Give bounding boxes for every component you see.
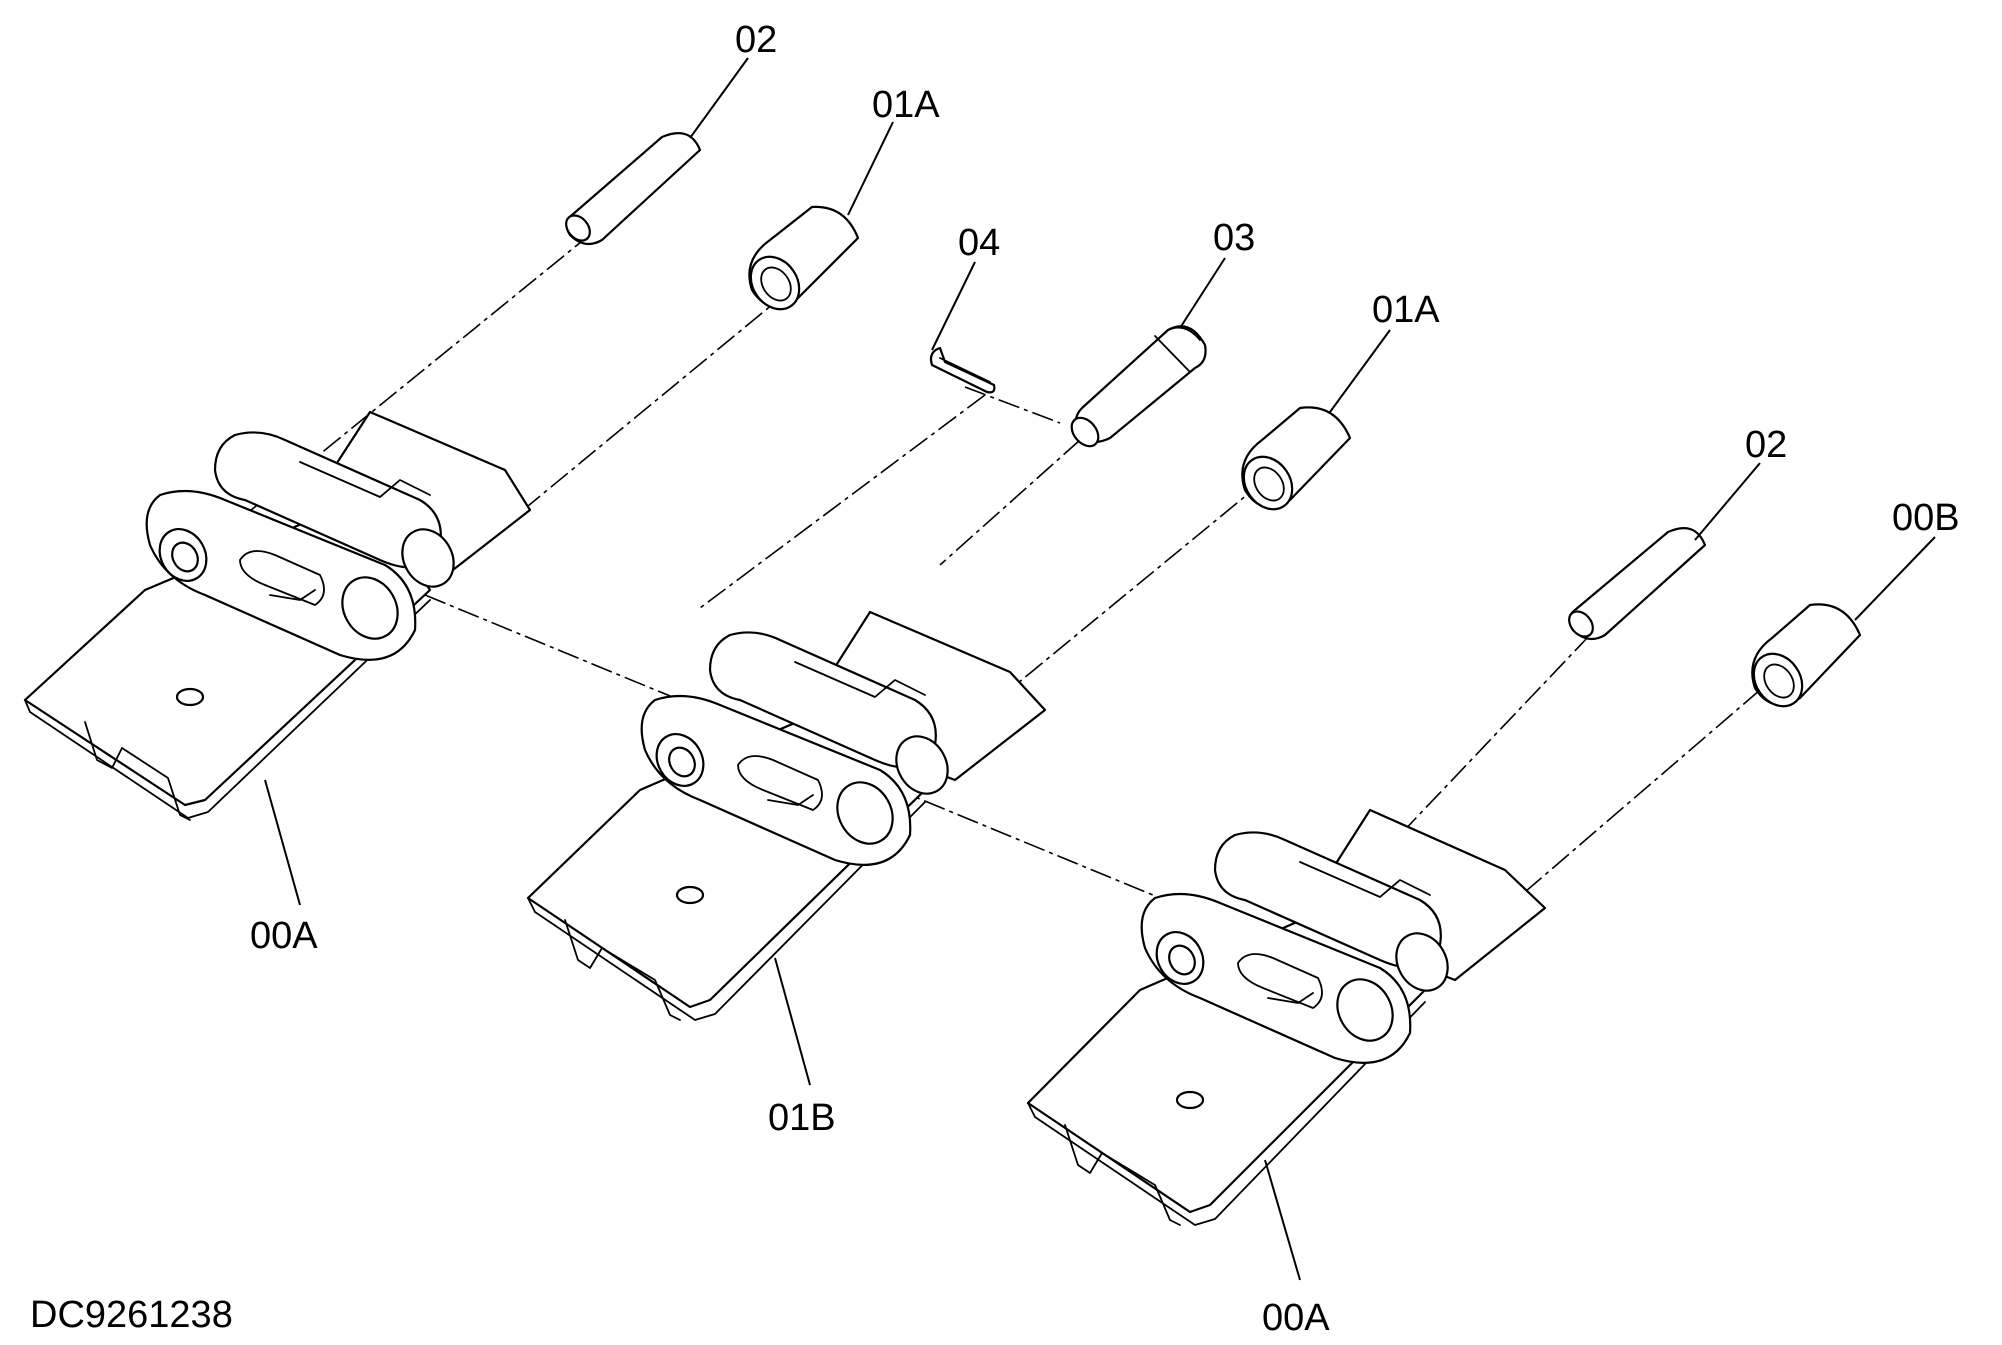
label-bushing-00b: 00B [1892, 497, 1960, 539]
label-cotter-pin-04: 04 [958, 222, 1000, 264]
label-shoe-01b-middle: 01B [768, 1097, 836, 1139]
pin-02-right [1568, 527, 1707, 641]
label-master-pin-03: 03 [1213, 217, 1255, 259]
pin-02-top [565, 132, 702, 246]
label-bushing-01a-mid: 01A [1372, 289, 1440, 331]
master-pin-03 [1070, 325, 1207, 448]
label-shoe-00a-right: 00A [1262, 1297, 1330, 1339]
label-pin-02-right: 02 [1745, 424, 1787, 466]
assembly-centerlines [244, 232, 1761, 966]
cotter-pin-04 [929, 346, 996, 394]
leader-lines [264, 57, 1936, 1281]
label-bushing-01a-top: 01A [872, 84, 940, 126]
track-shoe-00a-left [23, 410, 532, 821]
bushing-00b [1751, 603, 1862, 708]
bushing-01a-mid [1241, 406, 1352, 511]
document-id: DC9261238 [30, 1294, 233, 1336]
track-shoe-00a-right [1026, 808, 1547, 1226]
label-pin-02-top: 02 [735, 19, 777, 61]
label-shoe-00a-left: 00A [250, 915, 318, 957]
track-shoe-01b-middle [526, 610, 1047, 1021]
bushing-01a-top [748, 205, 860, 311]
